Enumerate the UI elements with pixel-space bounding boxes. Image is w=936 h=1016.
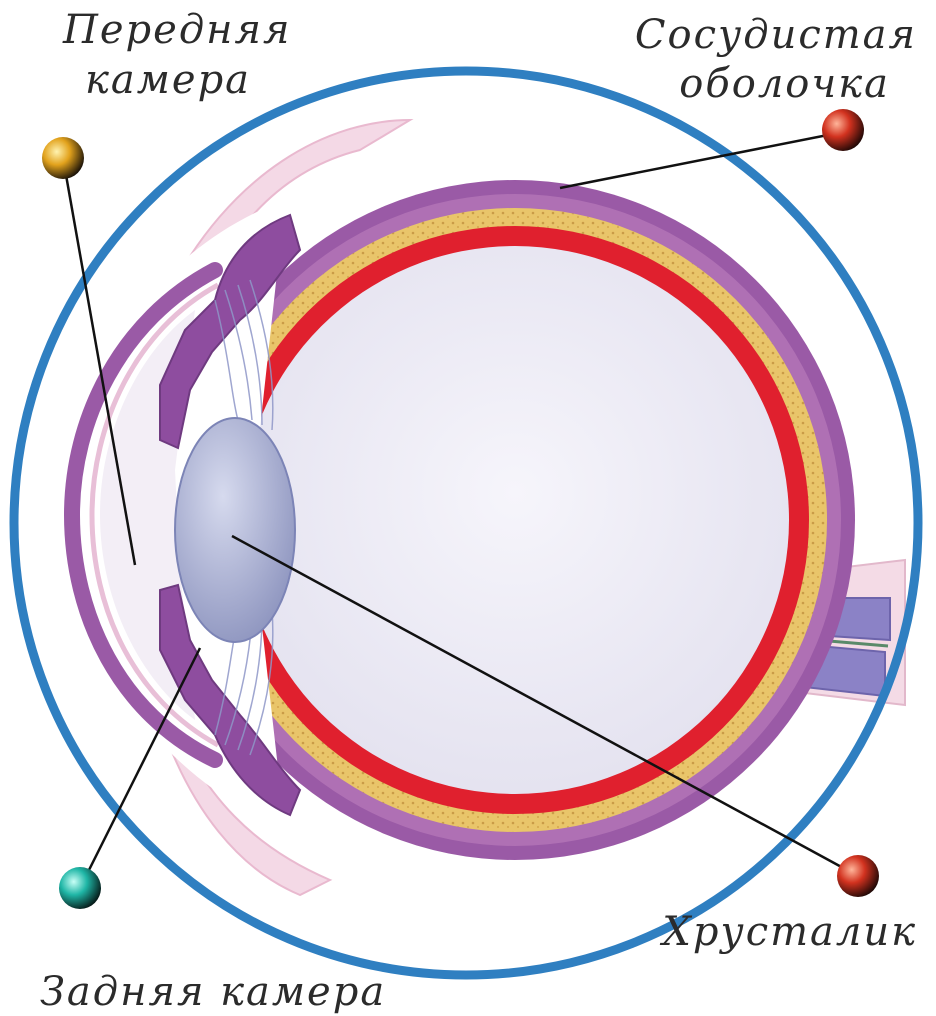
vitreous-body xyxy=(241,246,789,794)
label-posterior-chamber: Задняя камера xyxy=(40,969,386,1015)
label-choroid-line2: оболочка xyxy=(679,61,890,107)
marker-choroid xyxy=(822,109,864,151)
label-lens: Хрусталик xyxy=(659,909,917,955)
marker-lens xyxy=(837,855,879,897)
lens xyxy=(175,418,295,642)
marker-posterior-chamber xyxy=(59,867,101,909)
marker-anterior-chamber xyxy=(42,137,84,179)
label-anterior-chamber-line2: камера xyxy=(85,57,251,103)
label-choroid-line1: Сосудистая xyxy=(635,12,917,58)
label-anterior-chamber-line1: Передняя xyxy=(62,7,292,53)
